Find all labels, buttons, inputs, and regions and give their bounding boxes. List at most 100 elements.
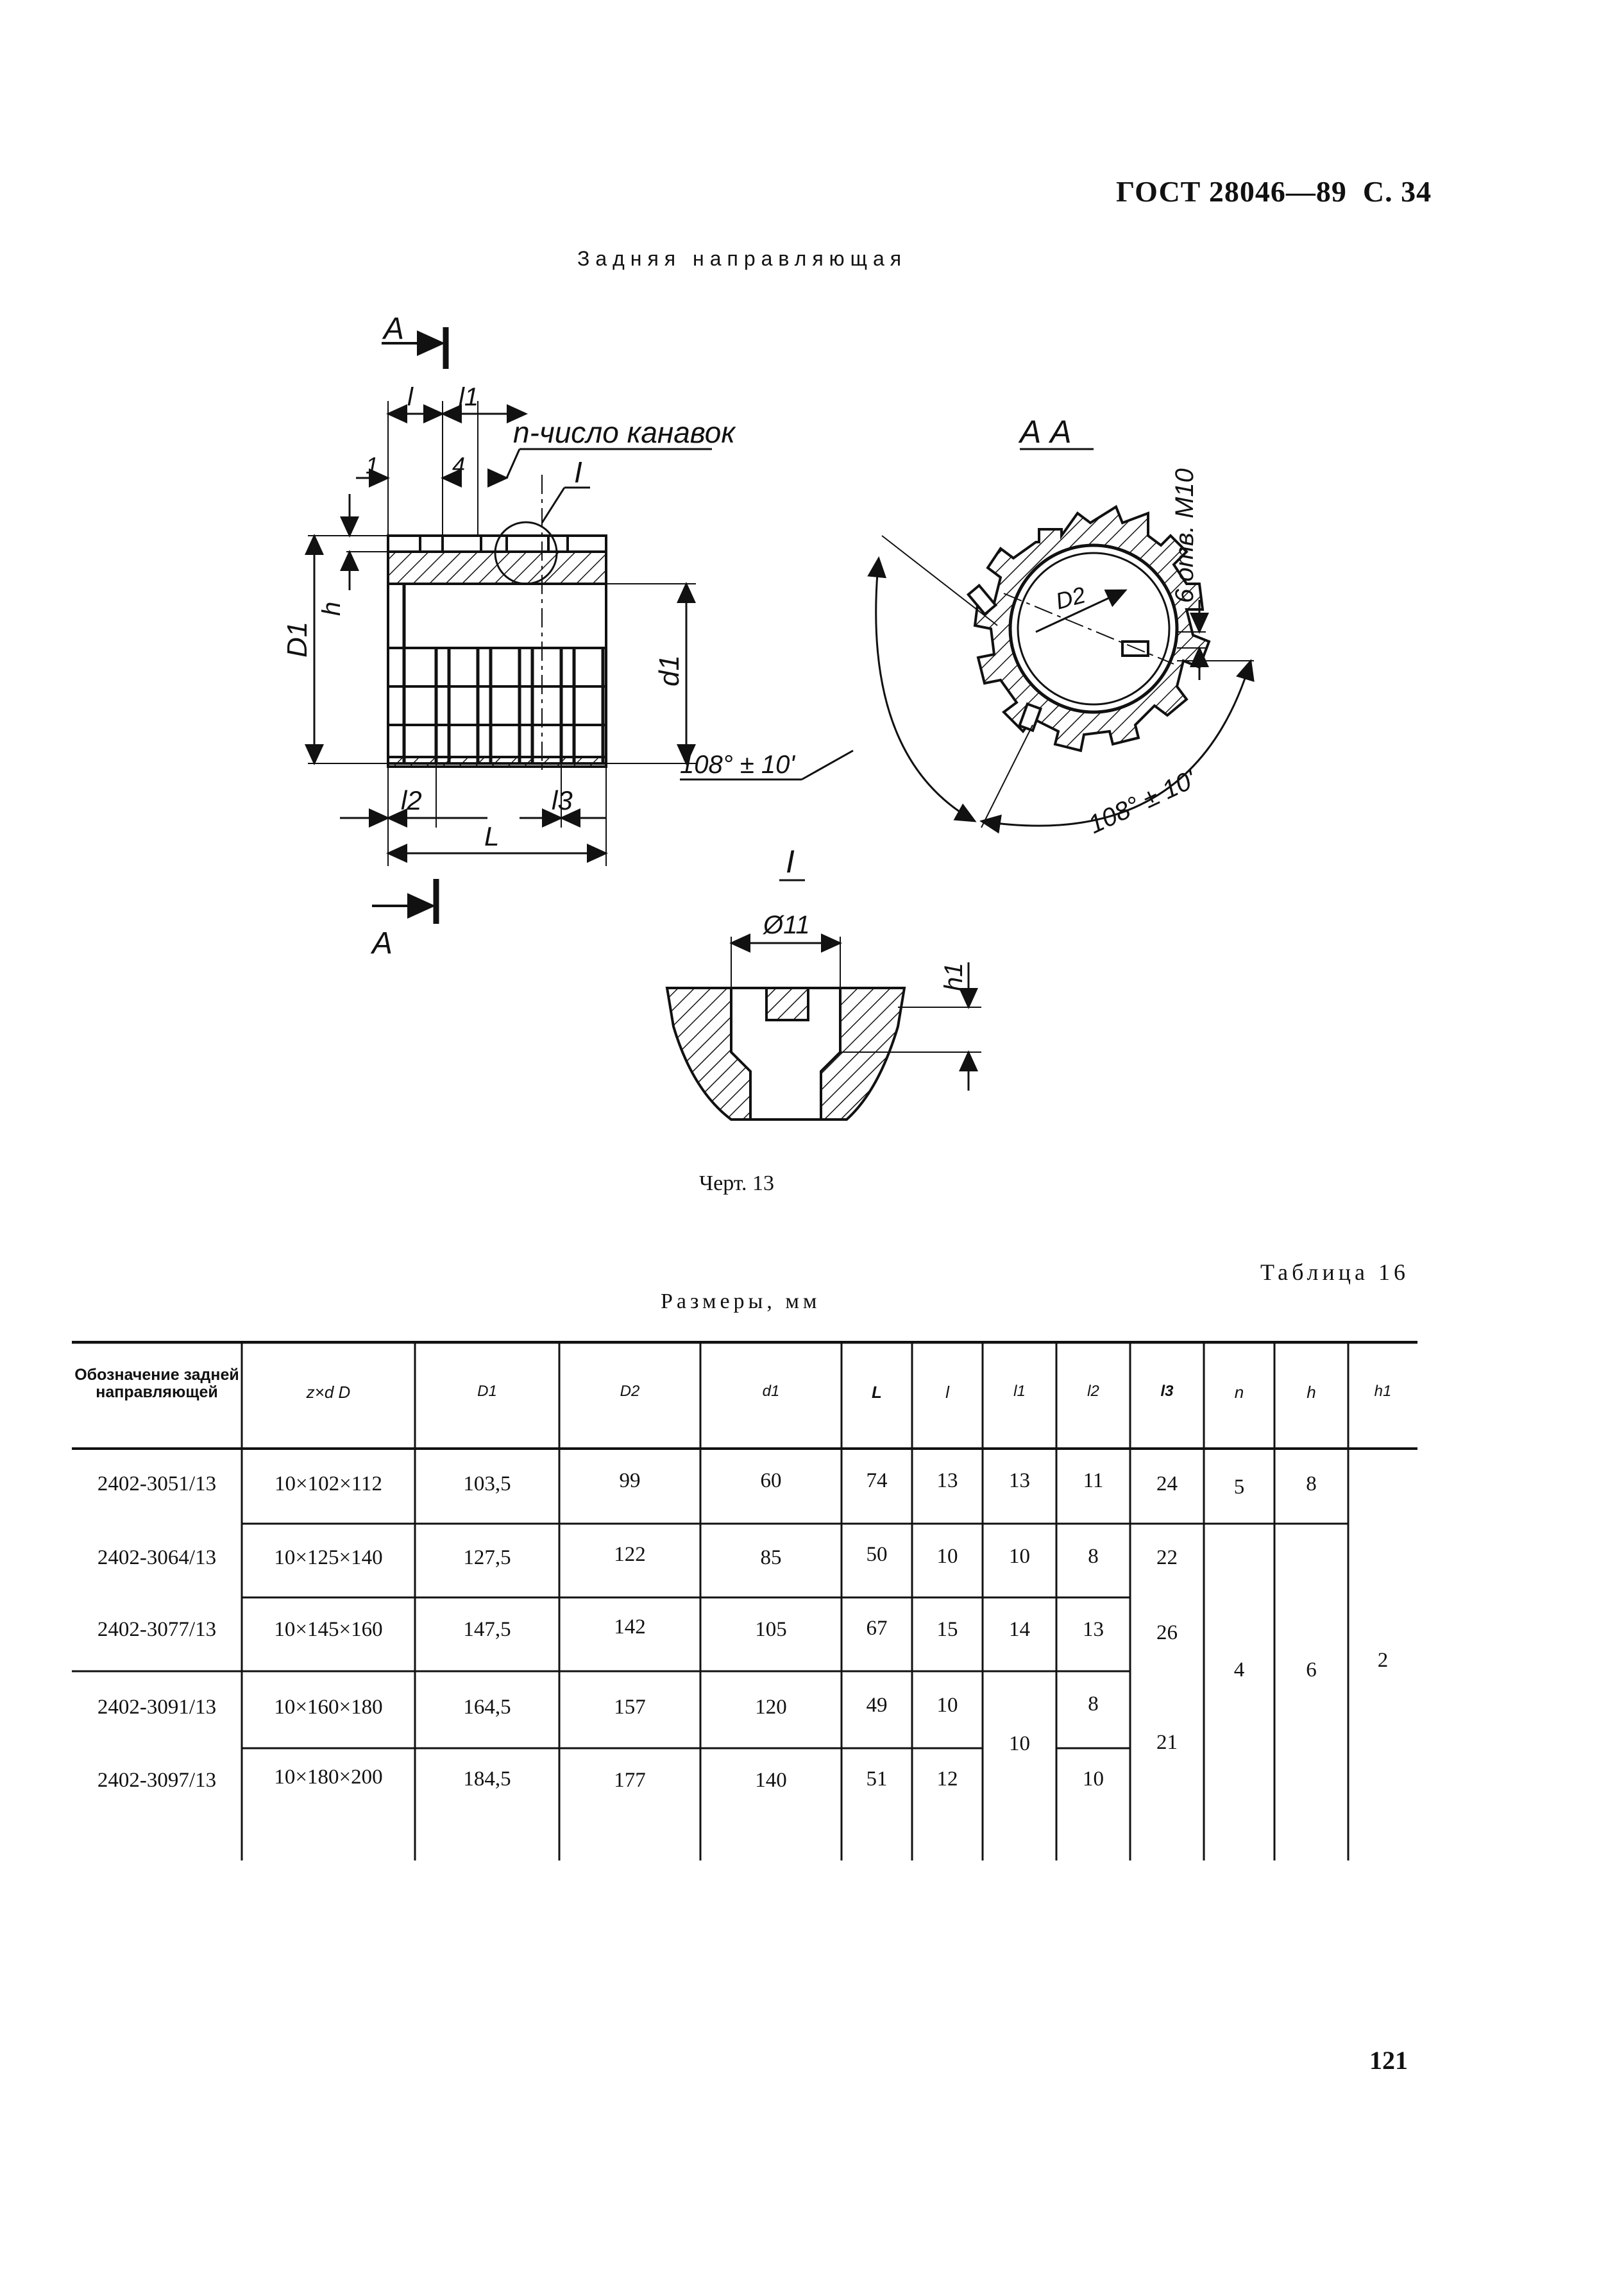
table-number: Таблица 16 bbox=[1260, 1259, 1409, 1285]
section-mark-bottom: А bbox=[370, 926, 393, 960]
front-view bbox=[305, 327, 712, 924]
cell-D1: 147,5 bbox=[463, 1618, 511, 1641]
cell-L: 49 bbox=[866, 1694, 888, 1717]
cell-L: 50 bbox=[866, 1543, 888, 1566]
dim-D1: D1 bbox=[282, 622, 313, 658]
merged-l3: 21 bbox=[1156, 1731, 1178, 1754]
cell-d1: 105 bbox=[755, 1618, 787, 1641]
cell-l: 12 bbox=[936, 1767, 958, 1791]
merged-h1: 2 bbox=[1377, 1649, 1389, 1672]
dim-4: 4 bbox=[452, 452, 465, 479]
cell-L: 51 bbox=[866, 1767, 888, 1791]
designation: 2402-3077/13 bbox=[97, 1618, 217, 1641]
header-designation: Обозначение задней направляющей bbox=[74, 1366, 239, 1401]
cell-zxd: 10×180×200 bbox=[274, 1766, 383, 1789]
cell-l3: 24 bbox=[1156, 1472, 1178, 1495]
section-mark-top: А bbox=[382, 312, 404, 346]
header-h1: h1 bbox=[1374, 1383, 1392, 1400]
header-h: h bbox=[1307, 1383, 1316, 1402]
cell-l: 10 bbox=[936, 1694, 958, 1717]
header-d1: d1 bbox=[762, 1383, 780, 1400]
angle-label-right: 108° ± 10' bbox=[1084, 765, 1201, 839]
cell-d1: 85 bbox=[760, 1546, 782, 1569]
dim-L: L bbox=[484, 821, 499, 851]
technical-drawing: А А l l1 n-число канавок 1 4 I h D1 d1 l… bbox=[282, 312, 1255, 1121]
dim-1: 1 bbox=[366, 452, 378, 479]
cell-l2: 13 bbox=[1083, 1618, 1104, 1641]
dim-h1: h1 bbox=[940, 963, 968, 992]
cell-l1: 13 bbox=[1009, 1469, 1030, 1492]
dim-h: h bbox=[317, 602, 346, 616]
header-l3: l3 bbox=[1160, 1383, 1174, 1400]
cell-l: 13 bbox=[936, 1469, 958, 1492]
cell-d1: 120 bbox=[755, 1696, 787, 1719]
cell-D1: 164,5 bbox=[463, 1696, 511, 1719]
drawing-title: Задняя направляющая bbox=[577, 247, 908, 270]
header-l1: l1 bbox=[1013, 1383, 1026, 1400]
cell-D2: 122 bbox=[614, 1543, 646, 1566]
cell-zxd: 10×145×160 bbox=[274, 1618, 383, 1641]
dim-l1: l1 bbox=[459, 383, 478, 411]
cell-zxd: 10×125×140 bbox=[274, 1546, 383, 1569]
cell-D1: 127,5 bbox=[463, 1546, 511, 1569]
designation: 2402-3064/13 bbox=[97, 1546, 217, 1569]
cell-l: 10 bbox=[936, 1545, 958, 1568]
cell-D1: 184,5 bbox=[463, 1767, 511, 1791]
dimensions-table: Обозначение задней направляющей z×d D D1… bbox=[72, 1341, 1417, 1860]
cell-D2: 142 bbox=[614, 1615, 646, 1639]
detail-view bbox=[665, 933, 981, 1121]
angle-label-left: 108° ± 10' bbox=[680, 751, 795, 779]
header-zxd-D: z×d D bbox=[306, 1383, 351, 1402]
cell-l1: 14 bbox=[1009, 1618, 1030, 1641]
detail-title: I bbox=[786, 844, 795, 880]
cell-zxd: 10×102×112 bbox=[275, 1472, 382, 1495]
cell-l2: 11 bbox=[1083, 1469, 1104, 1492]
header-l: l bbox=[945, 1383, 949, 1402]
holes-note: 6 отв. М10 bbox=[1171, 468, 1199, 603]
section-view bbox=[680, 505, 1255, 834]
designation: 2402-3091/13 bbox=[97, 1696, 217, 1719]
dim-l: l bbox=[407, 383, 414, 411]
merged-n: 4 bbox=[1233, 1658, 1245, 1681]
dim-l2: l2 bbox=[401, 785, 422, 815]
cell-D2: 177 bbox=[614, 1769, 646, 1792]
drawing-caption: Черт. 13 bbox=[699, 1171, 775, 1195]
cell-D1: 103,5 bbox=[463, 1472, 511, 1495]
cell-l2: 8 bbox=[1088, 1545, 1099, 1568]
dim-diameter: Ø11 bbox=[762, 911, 810, 939]
designation: 2402-3097/13 bbox=[97, 1769, 217, 1792]
page-number: 121 bbox=[1369, 2046, 1408, 2075]
cell-L: 74 bbox=[866, 1469, 888, 1492]
section-title: А А bbox=[1018, 414, 1072, 450]
grooves-note: n-число канавок bbox=[513, 416, 736, 449]
cell-D2: 157 bbox=[614, 1696, 646, 1719]
standard-number: ГОСТ 28046—89 bbox=[1116, 175, 1347, 208]
cell-l1: 10 bbox=[1009, 1545, 1030, 1568]
dim-l3: l3 bbox=[552, 785, 573, 815]
cell-D2: 99 bbox=[619, 1469, 641, 1492]
merged-l1: 10 bbox=[1009, 1732, 1030, 1755]
cell-d1: 140 bbox=[755, 1769, 787, 1792]
cell-l3: 22 bbox=[1156, 1546, 1178, 1569]
header-n: n bbox=[1234, 1383, 1244, 1402]
cell-n: 5 bbox=[1233, 1476, 1245, 1499]
cell-l2: 10 bbox=[1083, 1767, 1104, 1791]
header-D1: D1 bbox=[477, 1383, 497, 1400]
cell-h: 8 bbox=[1306, 1472, 1317, 1495]
page-reference: С. 34 bbox=[1362, 175, 1432, 208]
table-grid bbox=[72, 1341, 1417, 1860]
cell-l: 15 bbox=[936, 1618, 958, 1641]
table-units: Размеры, мм bbox=[661, 1290, 821, 1313]
detail-mark: I bbox=[574, 455, 582, 489]
cell-zxd: 10×160×180 bbox=[274, 1696, 383, 1719]
cell-d1: 60 bbox=[760, 1469, 782, 1492]
document-header: ГОСТ 28046—89 С. 34 bbox=[1116, 175, 1432, 209]
merged-h: 6 bbox=[1306, 1658, 1317, 1681]
header-L: L bbox=[872, 1383, 882, 1402]
header-l2: l2 bbox=[1087, 1383, 1099, 1400]
designation: 2402-3051/13 bbox=[97, 1472, 217, 1495]
header-D2: D2 bbox=[620, 1383, 640, 1400]
cell-L: 67 bbox=[866, 1617, 888, 1640]
dim-d1: d1 bbox=[654, 655, 685, 686]
cell-l2: 8 bbox=[1088, 1692, 1099, 1715]
